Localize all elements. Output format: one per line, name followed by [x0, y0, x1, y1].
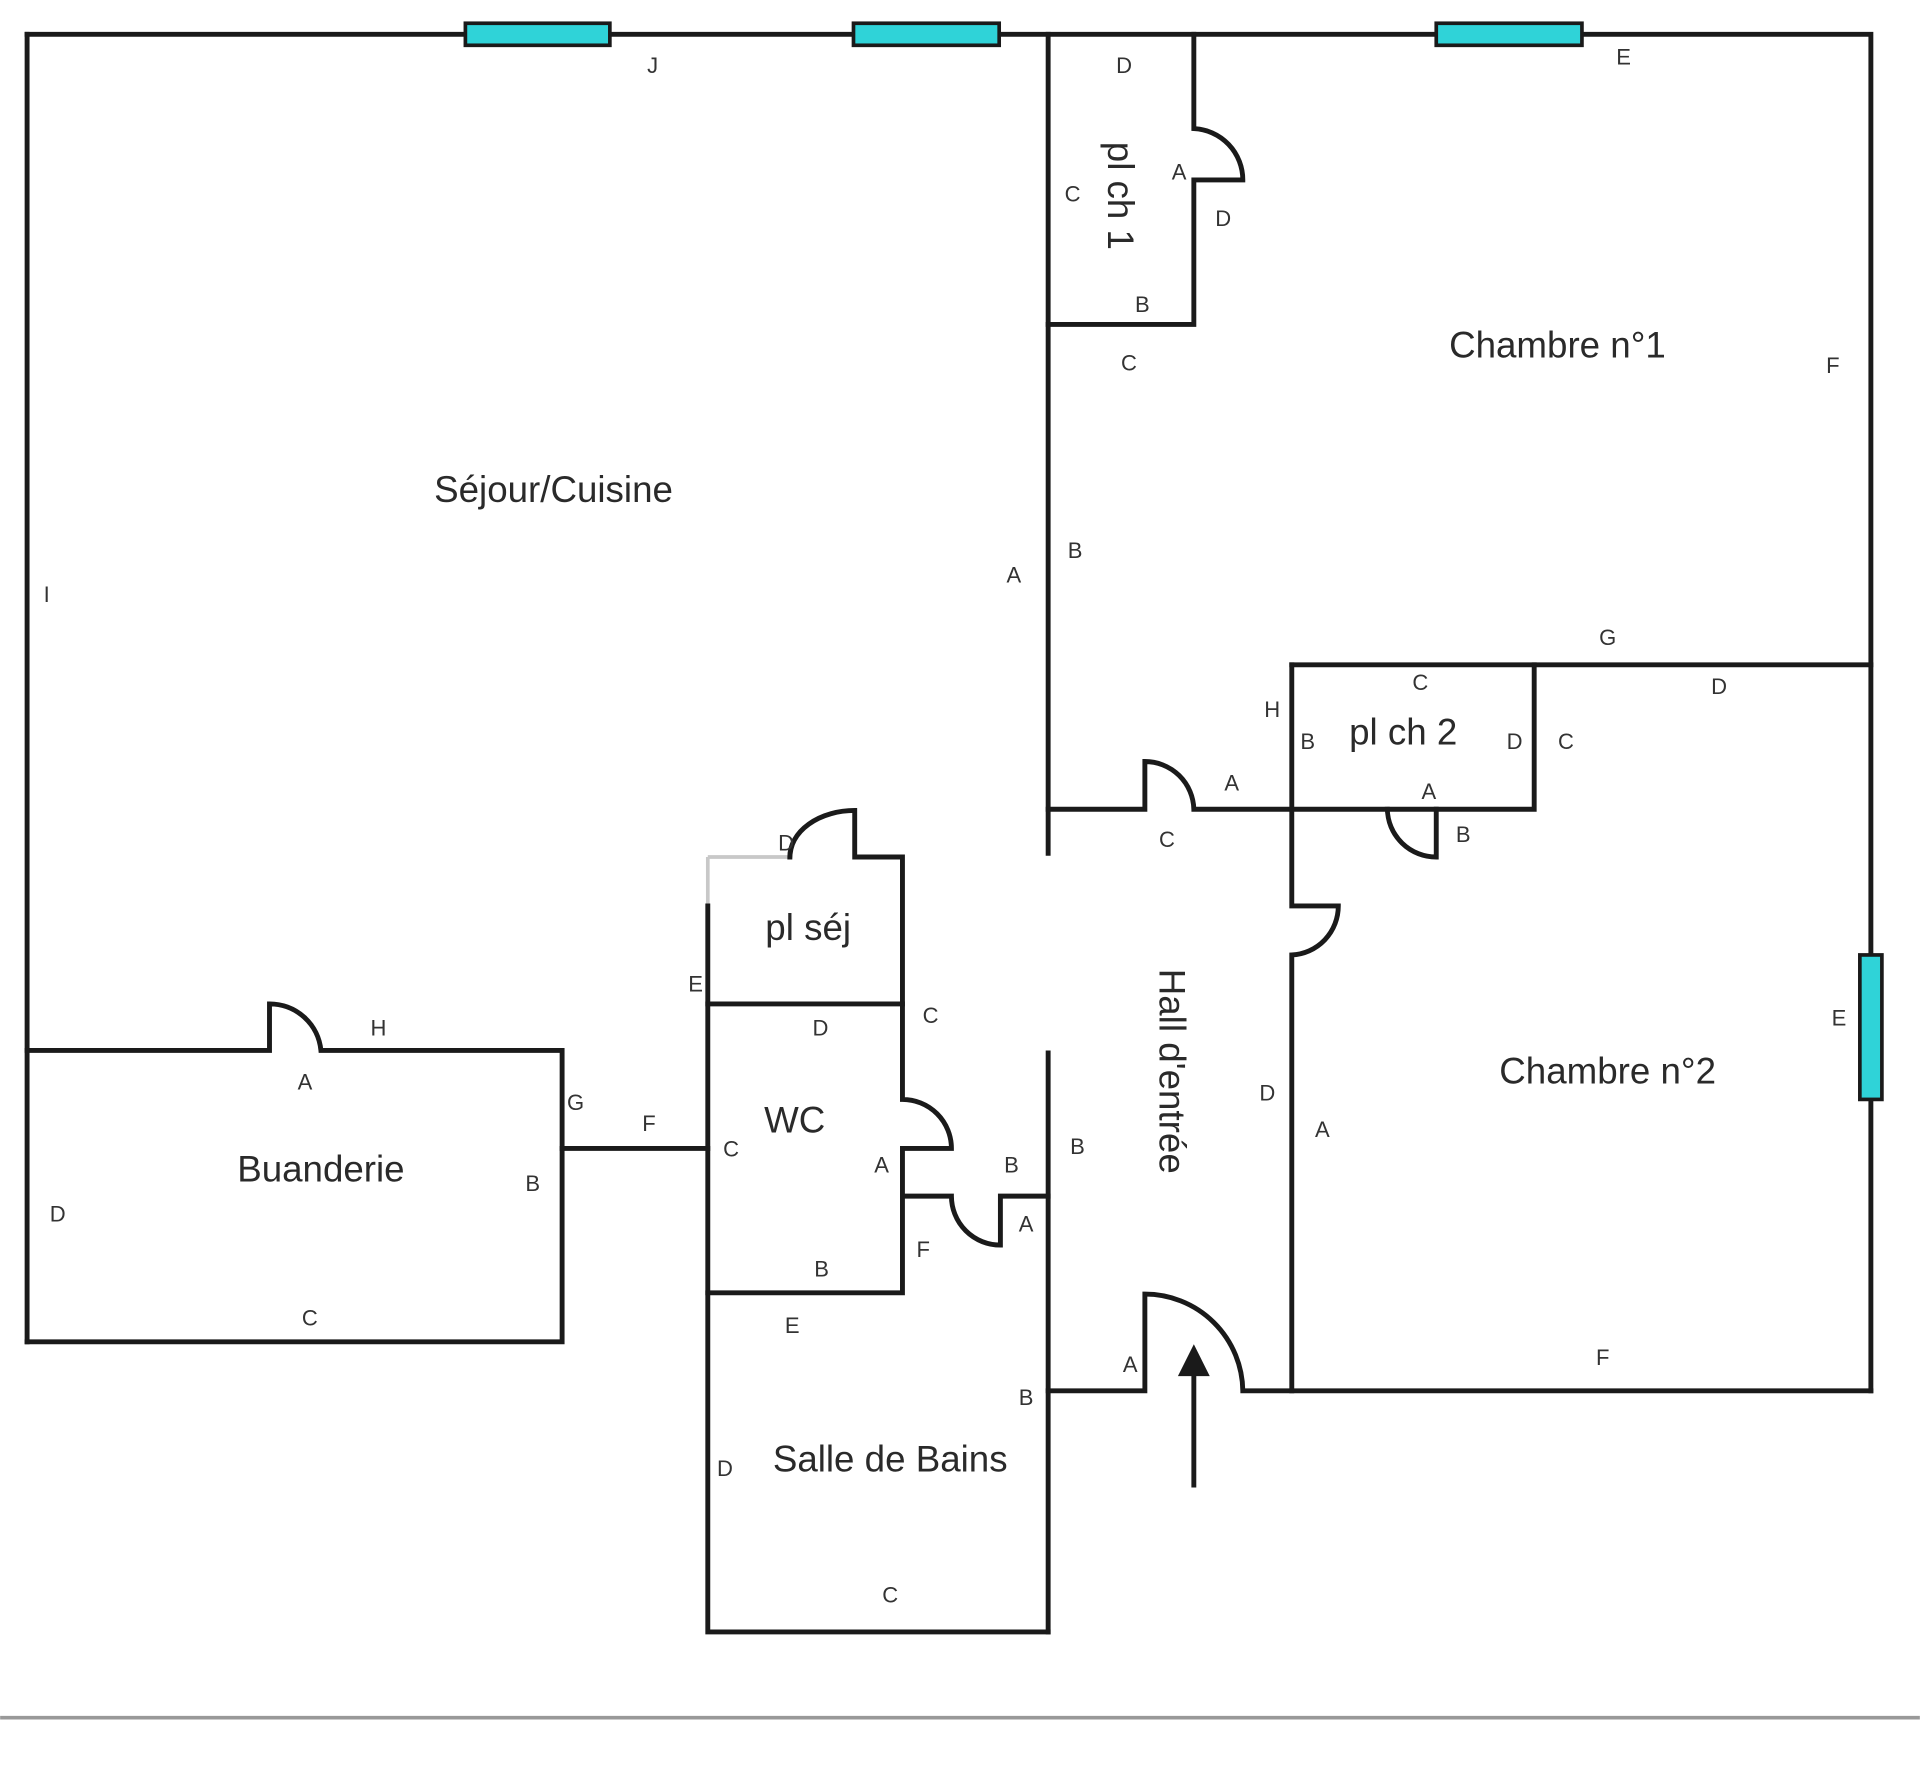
wall-label: C	[1159, 827, 1175, 852]
wall-label: B	[525, 1171, 540, 1196]
window	[851, 21, 1002, 48]
room-buanderie: Buanderie	[237, 1148, 404, 1189]
wall-label: D	[778, 831, 794, 856]
wall-label: D	[717, 1456, 733, 1481]
wall-label: A	[1019, 1211, 1034, 1236]
wall-label: E	[1832, 1006, 1847, 1031]
wall-label: A	[298, 1069, 313, 1094]
wall-label: H	[371, 1015, 387, 1040]
wall-label: D	[1711, 674, 1727, 699]
room-chambre-1: Chambre n°1	[1449, 324, 1666, 365]
room-sejour: Séjour/Cuisine	[434, 469, 673, 510]
wall-label: F	[642, 1111, 655, 1136]
wall-label: D	[1507, 729, 1523, 754]
wall-label: B	[1456, 822, 1471, 847]
wall-label: B	[1019, 1385, 1034, 1410]
wall-label: C	[1558, 729, 1574, 754]
wall-label: C	[1412, 670, 1428, 695]
wall-label: F	[1596, 1345, 1609, 1370]
wall-label: C	[302, 1306, 318, 1331]
wall-label: C	[723, 1137, 739, 1162]
wall-label: C	[923, 1003, 939, 1028]
wall-label: E	[688, 971, 703, 996]
wall-label: E	[785, 1313, 800, 1338]
wall-label: A	[874, 1153, 889, 1178]
wall-label: C	[1065, 182, 1081, 207]
room-chambre-2: Chambre n°2	[1499, 1050, 1716, 1091]
room-salle-de-bains: Salle de Bains	[773, 1439, 1008, 1480]
wall-label: G	[1599, 625, 1616, 650]
room-pl-ch-2: pl ch 2	[1349, 711, 1457, 752]
room-labels: Séjour/Cuisine Chambre n°1 pl ch 1 pl ch…	[237, 142, 1716, 1480]
wall-label: G	[567, 1090, 584, 1115]
entrance-arrow-icon	[1177, 1344, 1210, 1488]
wall-label: B	[1070, 1134, 1085, 1159]
wall-label: F	[917, 1237, 930, 1262]
wall-label: A	[1315, 1117, 1330, 1142]
wall-label: A	[1007, 562, 1022, 587]
window	[1858, 953, 1884, 1102]
room-pl-ch-1: pl ch 1	[1100, 142, 1141, 250]
wall-label: A	[1172, 160, 1187, 185]
wall-label: A	[1224, 771, 1239, 796]
wall-label: B	[1300, 729, 1315, 754]
wall-label: E	[1616, 45, 1631, 70]
windows	[463, 21, 1884, 1102]
wall-label: B	[1004, 1153, 1019, 1178]
wall-label: D	[812, 1015, 828, 1040]
window	[1434, 21, 1584, 48]
wall-label: D	[50, 1202, 66, 1227]
wall-label: D	[1215, 206, 1231, 231]
room-pl-sej: pl séj	[765, 907, 851, 948]
wall-label: B	[1135, 292, 1150, 317]
walls	[24, 31, 1874, 1635]
wall-label: A	[1422, 779, 1437, 804]
wall-label: B	[1068, 538, 1083, 563]
wall-label: J	[647, 53, 658, 78]
wall-label: A	[1123, 1352, 1138, 1377]
window	[463, 21, 612, 48]
wall-label: F	[1826, 353, 1839, 378]
wall-label: D	[1116, 53, 1132, 78]
room-wc: WC	[764, 1099, 825, 1140]
wall-label: B	[814, 1257, 829, 1282]
room-hall: Hall d'entrée	[1152, 969, 1193, 1174]
wall-label: I	[44, 582, 50, 607]
wall-label: H	[1264, 697, 1280, 722]
wall-label: D	[1259, 1080, 1275, 1105]
wall-label: C	[882, 1582, 898, 1607]
wall-label: C	[1121, 351, 1137, 376]
